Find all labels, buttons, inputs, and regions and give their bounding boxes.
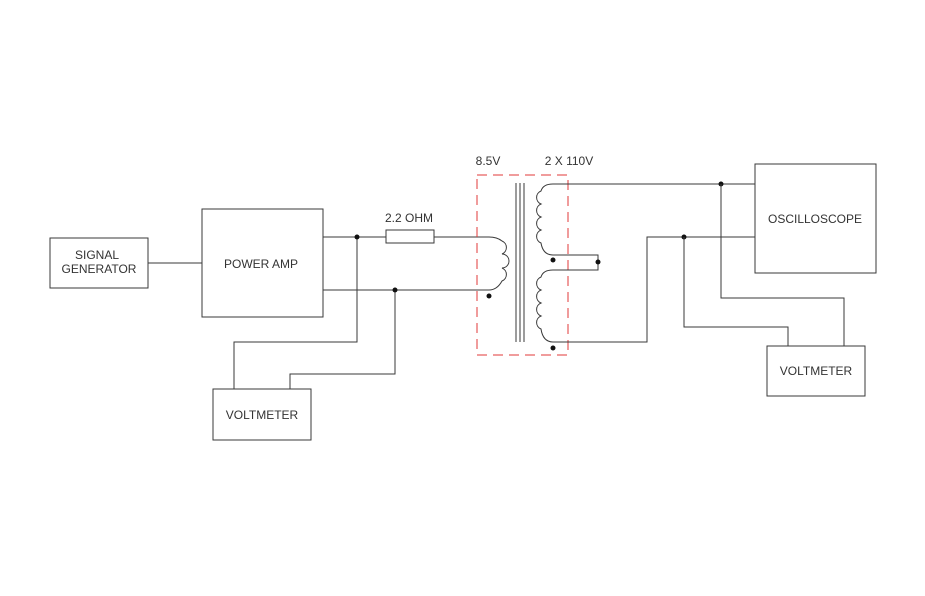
wire-left-voltmeter-2 [289,290,396,389]
transformer-shield [476,174,569,356]
voltmeter-left-box [212,388,312,441]
primary-winding [488,236,510,291]
voltmeter-left-block: VOLTMETER [212,388,312,441]
wire-left-voltmeter-1 [233,237,358,389]
power-amp-block: POWER AMP [201,208,324,318]
wire-secondary-bottom-to-scope [553,236,755,343]
resistor-body [385,229,435,244]
oscilloscope-box [754,163,877,274]
oscilloscope-block: OSCILLOSCOPE [754,163,877,274]
secondary-winding-1 [536,183,554,256]
signal-generator-box [49,237,149,289]
resistor-label: 2.2 OHM [385,211,433,225]
wire-right-voltmeter-1 [720,184,845,346]
junction-node [354,234,360,240]
polarity-dot [486,293,492,299]
transformer-secondary-label: 2 X 110V [545,154,593,168]
transformer-primary-label: 8.5V [476,154,501,168]
voltmeter-left-label: VOLTMETER [226,408,299,422]
power-amp-label: POWER AMP [224,257,298,271]
voltmeter-right-box [766,345,866,397]
resistor: 2.2 OHM [385,211,435,244]
polarity-dot [550,345,556,351]
voltmeter-right-label: VOLTMETER [780,364,853,378]
junction-node [392,287,398,293]
polarity-dot [550,257,556,263]
oscilloscope-label: OSCILLOSCOPE [768,212,862,226]
signal-generator-block: SIGNAL GENERATOR [49,237,149,289]
wire-right-voltmeter-2 [683,237,789,346]
power-amp-box [201,208,324,318]
junction-node [595,259,601,265]
secondary-series-link [553,254,599,271]
signal-generator-label-line2: GENERATOR [62,262,137,276]
secondary-winding-2 [536,269,554,343]
voltmeter-right-block: VOLTMETER [766,345,866,397]
signal-generator-label-line1: SIGNAL [75,248,119,262]
